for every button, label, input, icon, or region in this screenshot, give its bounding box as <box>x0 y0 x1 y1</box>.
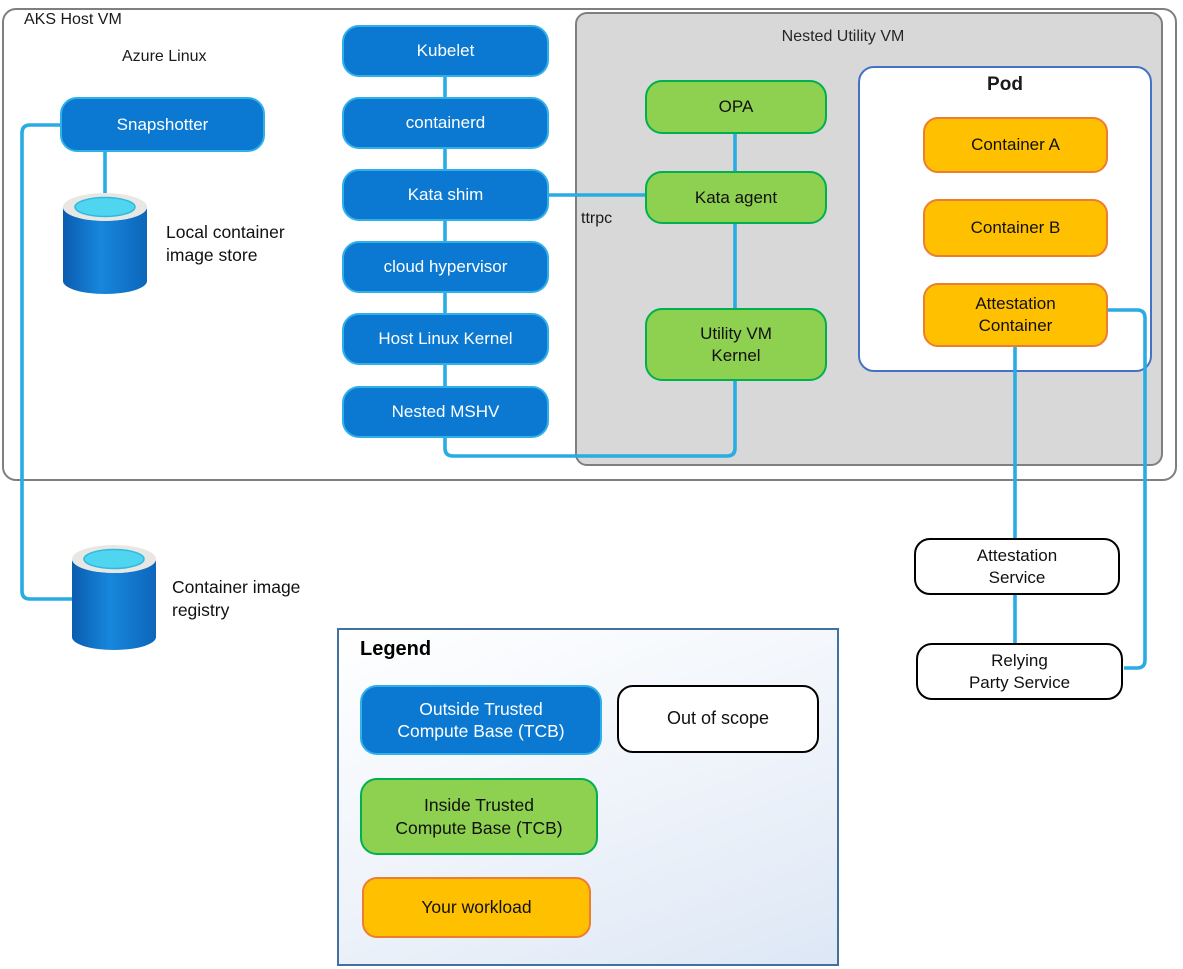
local-image-store-cylinder-icon <box>63 193 147 294</box>
node-attestation-service: Attestation Service <box>914 538 1120 595</box>
node-relying-party-service: Relying Party Service <box>916 643 1123 700</box>
container-registry-cylinder-icon <box>72 545 156 650</box>
node-opa: OPA <box>645 80 827 134</box>
legend-title: Legend <box>360 638 432 660</box>
aks-host-vm-label: AKS Host VM <box>24 11 122 28</box>
azure-linux-label: Azure Linux <box>122 48 207 65</box>
node-kata-agent: Kata agent <box>645 171 827 224</box>
node-utility-vm-kernel: Utility VM Kernel <box>645 308 827 381</box>
legend-your-workload: Your workload <box>362 877 591 938</box>
node-kata-shim: Kata shim <box>342 169 549 221</box>
legend-out-of-scope: Out of scope <box>617 685 819 753</box>
node-container-b: Container B <box>923 199 1108 257</box>
legend-inside-tcb: Inside Trusted Compute Base (TCB) <box>360 778 598 855</box>
node-cloud-hypervisor: cloud hypervisor <box>342 241 549 293</box>
node-container-a: Container A <box>923 117 1108 173</box>
pod-label: Pod <box>987 74 1023 95</box>
legend-outside-tcb: Outside Trusted Compute Base (TCB) <box>360 685 602 755</box>
node-host-linux-kernel: Host Linux Kernel <box>342 313 549 365</box>
node-attestation-container: Attestation Container <box>923 283 1108 347</box>
container-registry-label: Container image registry <box>172 577 301 621</box>
node-snapshotter: Snapshotter <box>60 97 265 152</box>
nested-utility-vm-label: Nested Utility VM <box>781 28 905 45</box>
node-kubelet: Kubelet <box>342 25 549 77</box>
node-containerd: containerd <box>342 97 549 149</box>
ttrpc-label: ttrpc <box>581 210 613 227</box>
node-nested-mshv: Nested MSHV <box>342 386 549 438</box>
local-image-store-label: Local container image store <box>166 222 285 266</box>
